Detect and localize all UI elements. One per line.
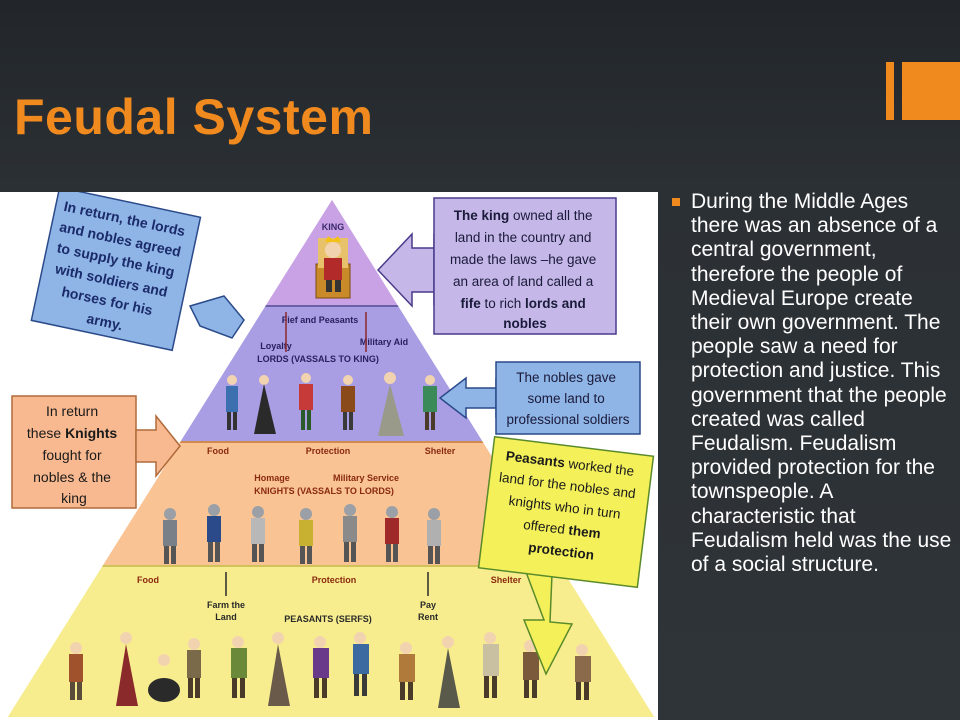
callout-knights: In return these Knights fought for noble… xyxy=(11,395,181,509)
callout-peasants-text: offered xyxy=(522,517,569,537)
callout-nobles: The nobles gave some land to professiona… xyxy=(438,361,641,435)
callout-knights-text: these xyxy=(27,425,65,441)
peasants-shelter-label: Shelter xyxy=(491,575,522,585)
knights-food-label: Food xyxy=(207,446,229,456)
callout-knights-text: king xyxy=(61,490,87,506)
king-label: KING xyxy=(322,222,345,232)
callout-peasants: Peasants worked the land for the nobles … xyxy=(477,435,655,676)
accent-bar xyxy=(886,62,894,120)
callout-peasants-bold: Peasants xyxy=(505,448,566,470)
peasants-illustration xyxy=(69,632,591,708)
callout-nobles-line: The nobles gave xyxy=(516,370,616,385)
callout-king-bold: nobles xyxy=(503,316,547,331)
svg-text:In return these Knig: In return these Knights fought for noble… xyxy=(27,403,121,506)
feudal-pyramid-diagram: KING Fief and Peasants Military Aid Loya… xyxy=(0,192,658,720)
knights-military-service-label: Military Service xyxy=(333,473,399,483)
knights-illustration xyxy=(163,504,441,564)
bullet-square-icon xyxy=(672,198,680,206)
callout-king: The king owned all the land in the count… xyxy=(376,197,617,335)
callout-king-text: owned all the xyxy=(509,208,592,223)
callout-knights-bold: Knights xyxy=(65,425,117,441)
callout-nobles-line: professional soldiers xyxy=(506,412,629,427)
knights-homage-label: Homage xyxy=(254,473,290,483)
svg-text:The king owned all the: The king owned all the land in the count… xyxy=(450,208,600,331)
pyramid-svg: KING Fief and Peasants Military Aid Loya… xyxy=(4,192,658,719)
callout-king-text: land in the country and xyxy=(455,230,592,245)
farm-land-label-1: Farm the xyxy=(207,600,245,610)
callout-king-text: to rich xyxy=(481,296,525,311)
king-illustration xyxy=(315,236,351,299)
callout-king-bold: fife xyxy=(460,296,481,311)
bullet-list: During the Middle Ages there was an abse… xyxy=(672,190,954,577)
arrow-down-icon xyxy=(522,571,574,676)
slide-title: Feudal System xyxy=(14,89,374,145)
callout-knights-text: fought for xyxy=(42,447,101,463)
pay-rent-label-1: Pay xyxy=(420,600,436,610)
knights-tier-title: KNIGHTS (VASSALS TO LORDS) xyxy=(254,486,394,496)
callout-king-bold: The king xyxy=(454,208,510,223)
callout-king-text: an area of land called a xyxy=(453,274,594,289)
bullet-paragraph: During the Middle Ages there was an abse… xyxy=(691,190,952,577)
lords-loyalty-label: Loyalty xyxy=(260,341,292,351)
peasants-protection-label: Protection xyxy=(312,575,357,585)
callout-knights-text: In return xyxy=(46,403,98,419)
callout-peasants-bold: them xyxy=(568,523,602,542)
lords-military-aid-label: Military Aid xyxy=(360,337,408,347)
lords-illustration xyxy=(226,372,437,436)
arrow-right-icon xyxy=(188,295,245,339)
lords-tier-title: LORDS (VASSALS TO KING) xyxy=(257,354,379,364)
farm-land-label-2: Land xyxy=(215,612,237,622)
callout-knights-text: nobles & the xyxy=(33,469,111,485)
arrow-right-icon xyxy=(135,413,181,479)
knights-protection-label: Protection xyxy=(306,446,351,456)
peasants-food-label: Food xyxy=(137,575,159,585)
lords-fief-label: Fief and Peasants xyxy=(282,315,359,325)
peasants-tier-title: PEASANTS (SERFS) xyxy=(284,614,372,624)
callout-nobles-line: some land to xyxy=(527,391,604,406)
knights-shelter-label: Shelter xyxy=(425,446,456,456)
callout-king-text: made the laws –he gave xyxy=(450,252,596,267)
callout-king-bold: lords and xyxy=(525,296,586,311)
svg-text:The nobles gave some: The nobles gave some land to professiona… xyxy=(506,370,629,427)
callout-lords-line: army. xyxy=(85,310,124,333)
pay-rent-label-2: Rent xyxy=(418,612,438,622)
accent-square xyxy=(902,62,960,120)
callout-lords-king: In return, the lords and nobles agreed t… xyxy=(30,192,245,352)
